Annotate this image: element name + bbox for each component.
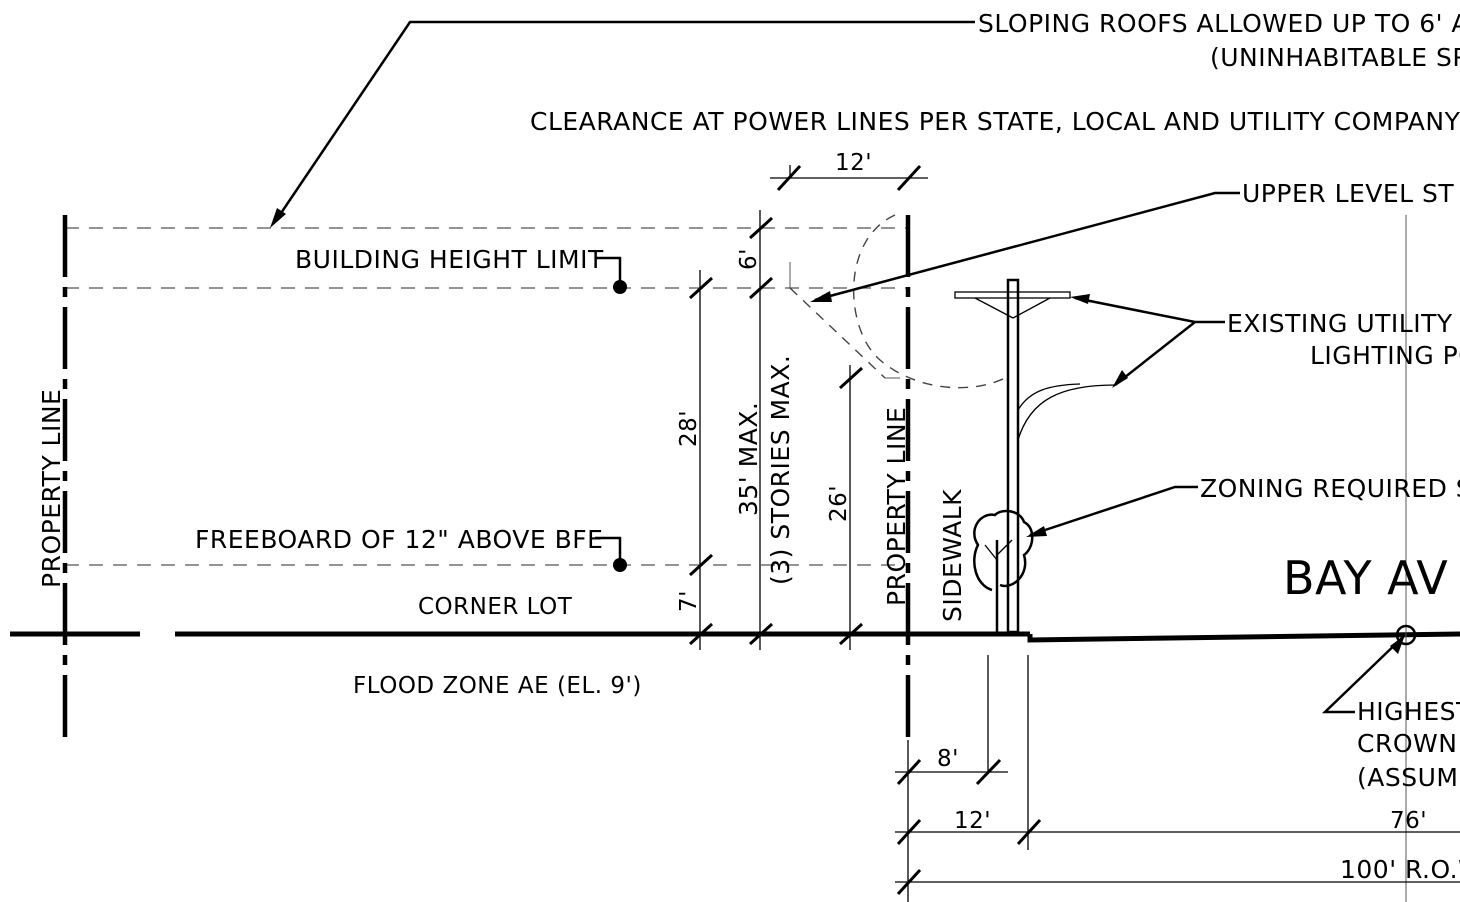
dim-26: 26' <box>826 485 852 522</box>
clearance-label: CLEARANCE AT POWER LINES PER STATE, LOCA… <box>530 107 1460 136</box>
max-35-label: 35' MAX. <box>734 402 763 516</box>
highest-crown-label-2: CROWN ( <box>1357 729 1460 758</box>
horizontal-dimensions <box>770 164 1460 902</box>
dim-bottom-12: 12' <box>954 808 991 834</box>
upper-level-label: UPPER LEVEL ST <box>1242 179 1454 208</box>
stepback-roof <box>789 262 900 379</box>
bay-ave-label: BAY AV <box>1283 551 1448 605</box>
highest-crown-label-1: HIGHEST <box>1357 697 1460 726</box>
freeboard-label: FREEBOARD OF 12" ABOVE BFE <box>195 525 603 554</box>
lighting-pole-label: LIGHTING PO <box>1310 341 1460 370</box>
dim-6: 6' <box>736 248 762 270</box>
zoning-required-label: ZONING REQUIRED ST <box>1200 474 1460 503</box>
highest-crown-label-3: (ASSUME <box>1357 763 1460 792</box>
corner-lot-label: CORNER LOT <box>418 594 573 620</box>
annotation-text: SLOPING ROOFS ALLOWED UP TO 6' A (UNINHA… <box>37 9 1460 884</box>
street-tree <box>973 509 1034 632</box>
right-property-line-label: PROPERTY LINE <box>882 407 911 606</box>
dim-100-row: 100' R.O.W <box>1340 855 1460 884</box>
vertical-dimensions <box>688 210 864 650</box>
reference-lines <box>65 227 908 566</box>
uninhabitable-label: (UNINHABITABLE SP <box>1210 43 1460 72</box>
dim-8: 8' <box>937 746 959 772</box>
stories-max-label: (3) STORIES MAX. <box>766 355 795 585</box>
dim-76: 76' <box>1390 808 1427 834</box>
dim-28: 28' <box>676 410 702 447</box>
sloping-roofs-label: SLOPING ROOFS ALLOWED UP TO 6' A <box>978 9 1460 38</box>
utility-pole <box>954 278 1116 634</box>
existing-utility-label: EXISTING UTILITY <box>1227 309 1453 338</box>
power-line-clearance-arc <box>852 214 1006 389</box>
road-crown-marker <box>1395 624 1417 646</box>
flood-zone-label: FLOOD ZONE AE (EL. 9') <box>353 673 642 699</box>
dim-7: 7' <box>676 590 702 612</box>
dim-top-12: 12' <box>835 150 872 176</box>
building-height-label: BUILDING HEIGHT LIMIT <box>295 245 604 274</box>
height-markers <box>595 256 627 572</box>
leaders <box>270 20 1405 714</box>
left-property-line-label: PROPERTY LINE <box>37 389 66 588</box>
ground-line <box>10 631 1460 643</box>
sidewalk-label: SIDEWALK <box>938 489 967 622</box>
